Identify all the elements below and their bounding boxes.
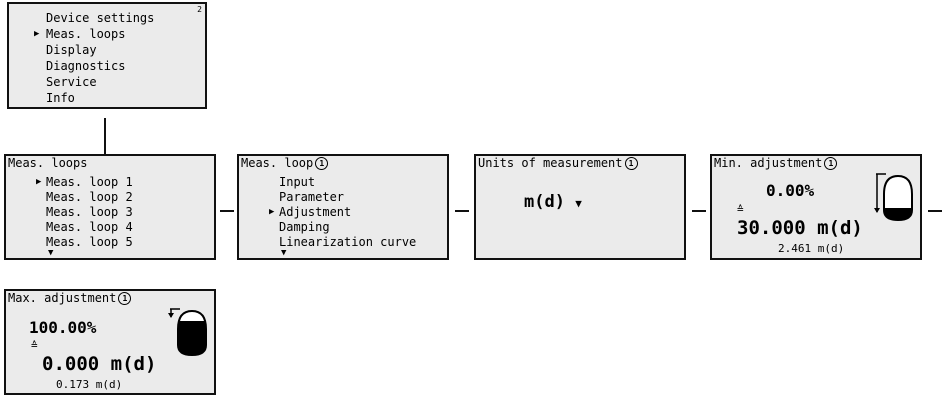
title-text: Min. adjustment: [714, 156, 823, 170]
connector-h-2: [455, 210, 469, 212]
menu-superscript: 2: [197, 5, 202, 14]
max-percent-field[interactable]: 100.00%: [29, 318, 97, 337]
measured-value: 2.461 m(d): [778, 242, 845, 255]
loop-number-icon: 1: [824, 157, 838, 170]
list-item-meas-loop-5[interactable]: Meas. loop 5: [46, 235, 133, 249]
menu-item-info[interactable]: Info: [46, 91, 75, 105]
list-item-input[interactable]: Input: [279, 175, 316, 189]
title-text: Meas. loop: [241, 156, 314, 170]
vessel-empty-icon: [874, 173, 913, 222]
selection-arrow-icon: ▶: [34, 29, 40, 39]
unit-value: m(d): [524, 192, 565, 212]
list-item-linearization-curve[interactable]: Linearization curve: [279, 235, 417, 249]
menu-item-display[interactable]: Display: [46, 43, 97, 57]
unit-select[interactable]: m(d) ▼: [524, 192, 582, 212]
menu-item-device-settings[interactable]: Device settings: [46, 11, 155, 25]
title-text: Units of measurement: [478, 156, 623, 170]
min-level-field[interactable]: 30.000 m(d): [737, 217, 863, 239]
scroll-down-icon[interactable]: ▼: [48, 248, 54, 258]
measured-value: 0.173 m(d): [56, 378, 123, 391]
main-menu-screen: 2 ▶ Device settings Meas. loops Display …: [7, 2, 207, 109]
list-item-meas-loop-1[interactable]: Meas. loop 1: [46, 175, 133, 189]
corresponds-symbol: ≙: [31, 339, 38, 352]
vessel-full-icon: [168, 308, 207, 357]
min-percent-field[interactable]: 0.00%: [766, 181, 815, 200]
menu-item-meas-loops[interactable]: Meas. loops: [46, 27, 126, 41]
meas-loops-screen: Meas. loops ▶ Meas. loop 1 Meas. loop 2 …: [4, 154, 216, 260]
list-item-parameter[interactable]: Parameter: [279, 190, 345, 204]
selection-arrow-icon: ▶: [269, 207, 275, 217]
screen-title: Meas. loops: [8, 156, 88, 170]
dropdown-icon[interactable]: ▼: [575, 197, 582, 210]
connector-h-1: [220, 210, 234, 212]
list-item-meas-loop-4[interactable]: Meas. loop 4: [46, 220, 133, 234]
list-item-damping[interactable]: Damping: [279, 220, 330, 234]
list-item-meas-loop-3[interactable]: Meas. loop 3: [46, 205, 133, 219]
list-item-meas-loop-2[interactable]: Meas. loop 2: [46, 190, 133, 204]
corresponds-symbol: ≙: [737, 203, 744, 216]
list-item-adjustment[interactable]: Adjustment: [279, 205, 352, 219]
loop-number-icon: 1: [118, 292, 132, 305]
menu-item-service[interactable]: Service: [46, 75, 97, 89]
selection-arrow-icon: ▶: [36, 177, 42, 187]
loop-number-icon: 1: [315, 157, 329, 170]
connector-h-3: [692, 210, 706, 212]
scroll-down-icon[interactable]: ▼: [281, 248, 287, 258]
title-text: Max. adjustment: [8, 291, 117, 305]
menu-item-diagnostics[interactable]: Diagnostics: [46, 59, 126, 73]
max-level-field[interactable]: 0.000 m(d): [42, 353, 157, 375]
loop-number-icon: 1: [624, 157, 638, 170]
connector-vertical: [104, 118, 106, 154]
connector-h-4: [928, 210, 942, 212]
